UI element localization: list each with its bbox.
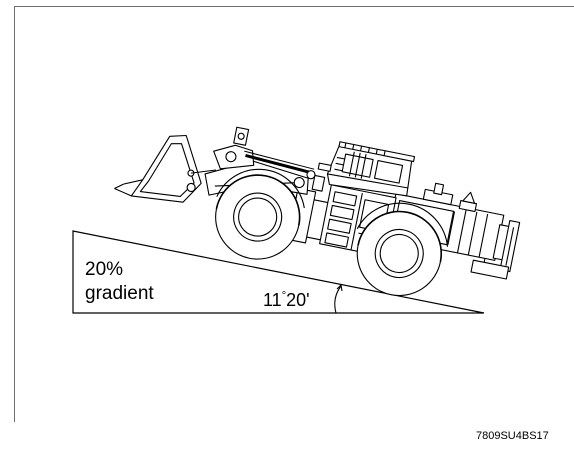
wheel-loader-illustration (114, 126, 521, 297)
angle-minutes: 20' (286, 290, 310, 310)
operator-cab (317, 141, 416, 197)
front-wheel (215, 174, 301, 260)
gradient-percent-label: 20% (85, 259, 124, 280)
rear-wheel (356, 210, 442, 297)
figure-code: 7809SU4BS17 (476, 430, 549, 442)
loader-bucket (114, 134, 217, 203)
frame-top-border (14, 6, 574, 7)
frame-left-border (14, 6, 15, 422)
degree-symbol: ° (281, 290, 287, 302)
slope-ramp (72, 230, 485, 314)
angle-label: 11°20' (263, 290, 310, 311)
angle-marker (334, 283, 343, 314)
fenders (216, 168, 449, 247)
angle-degrees: 11 (263, 290, 282, 310)
figure-frame (14, 6, 574, 422)
gradient-word-label: gradient (85, 283, 154, 304)
